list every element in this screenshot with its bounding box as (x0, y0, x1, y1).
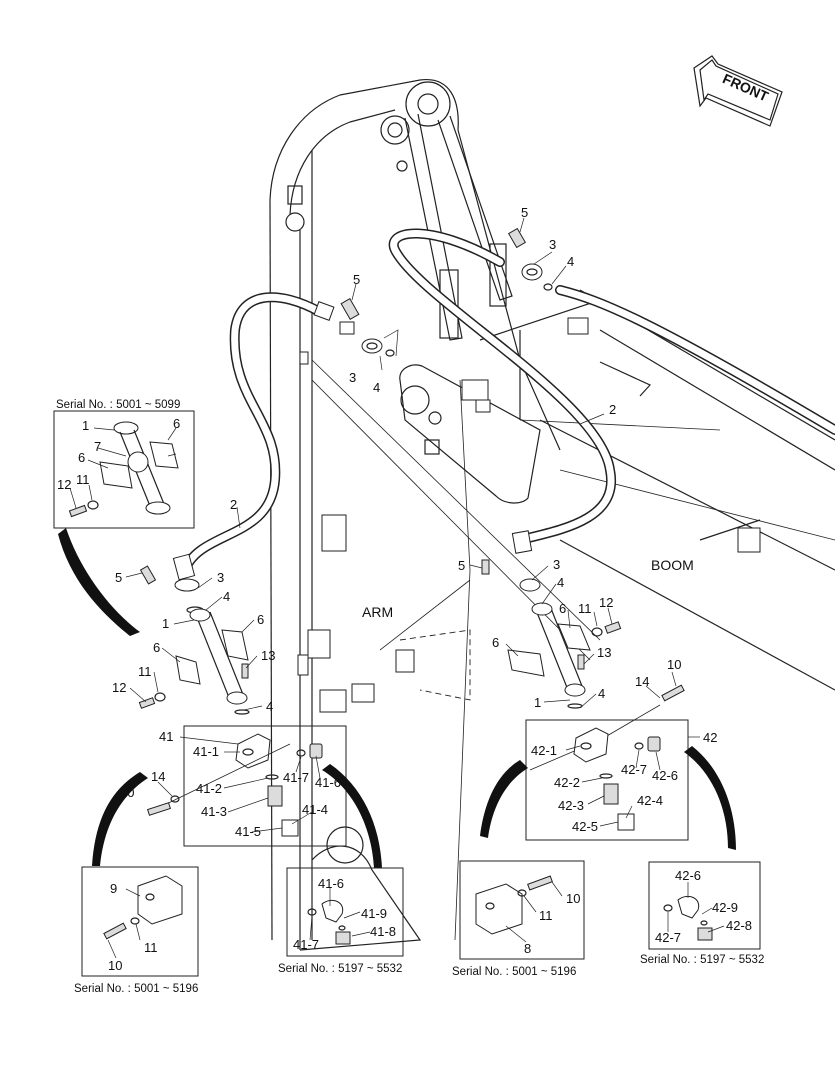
callout: 6 (257, 612, 264, 627)
callout: 41-4 (302, 802, 328, 817)
callout: 5 (353, 272, 360, 287)
detail-box-42-alt (648, 861, 761, 950)
callout: 10 (566, 891, 580, 906)
callout: 42-6 (675, 868, 701, 883)
front-arrow: FRONT (693, 55, 783, 127)
callout: 2 (230, 497, 237, 512)
detail-box-top-left (53, 410, 195, 529)
callout: 42-9 (712, 900, 738, 915)
detail-box-41-alt (286, 867, 404, 957)
callout: 42-7 (655, 930, 681, 945)
callout: 6 (173, 416, 180, 431)
callout: 42-5 (572, 819, 598, 834)
callout: 3 (553, 557, 560, 572)
callout: 11 (138, 664, 152, 679)
callout: 42-3 (558, 798, 584, 813)
callout: 1 (82, 418, 89, 433)
callout: 12 (57, 477, 71, 492)
callout: 42-6 (652, 768, 678, 783)
top-clamp-right (507, 227, 553, 291)
detail-box-9 (81, 866, 199, 977)
callout: 6 (153, 640, 160, 655)
callout: 41-6 (315, 775, 341, 790)
callout: 42 (703, 730, 717, 745)
callout: 2 (609, 402, 616, 417)
caption-serial-left-mid: Serial No. : 5197 ~ 5532 (278, 963, 402, 975)
callout: 4 (598, 686, 605, 701)
callout: 3 (549, 237, 556, 252)
callout: 11 (539, 908, 553, 923)
boom-label: BOOM (651, 557, 694, 573)
callout: 1 (162, 616, 169, 631)
right-pipe-assembly (481, 559, 685, 771)
curved-leaders (58, 528, 736, 868)
caption-serial-right-bottom: Serial No. : 5197 ~ 5532 (640, 954, 764, 966)
callout: 42-7 (621, 762, 647, 777)
callout: 41-7 (283, 770, 309, 785)
callout: 10 (667, 657, 681, 672)
callout: 5 (458, 558, 465, 573)
callout: 3 (217, 570, 224, 585)
callout: 8 (524, 941, 531, 956)
callout: 1 (534, 695, 541, 710)
callout: 14 (635, 674, 649, 689)
callout: 13 (261, 648, 275, 663)
top-clamp-left (339, 298, 395, 357)
callout: 41-7 (293, 937, 319, 952)
left-pipe-assembly (138, 565, 250, 715)
callout: 4 (223, 589, 230, 604)
callout: 41-6 (318, 876, 344, 891)
callout: 41-5 (235, 824, 261, 839)
hose-2-right (388, 228, 835, 554)
callout: 7 (94, 439, 101, 454)
callout: 4 (557, 575, 564, 590)
callout: 11 (76, 472, 90, 487)
callout: 41-1 (193, 744, 219, 759)
callout: 4 (266, 699, 273, 714)
detail-box-8 (459, 860, 585, 960)
leader-lines (69, 217, 725, 959)
callout: 6 (492, 635, 499, 650)
assembly-box-42 (525, 719, 689, 841)
callout: 11 (144, 940, 158, 955)
callout: 41-3 (201, 804, 227, 819)
callout: 5 (115, 570, 122, 585)
callout: 41-8 (370, 924, 396, 939)
callout: 10 (108, 958, 122, 973)
callout: 5 (521, 205, 528, 220)
callout: 6 (559, 601, 566, 616)
callout: 4 (567, 254, 574, 269)
callout-labels: 5 3 4 5 3 4 2 2 1 7 6 6 11 12 5 3 4 1 6 … (57, 205, 752, 973)
arm-label: ARM (362, 604, 393, 620)
callout: 4 (373, 380, 380, 395)
callout: 13 (597, 645, 611, 660)
callout: 14 (151, 769, 165, 784)
callout: 6 (78, 450, 85, 465)
callout: 42-2 (554, 775, 580, 790)
arm-structure (269, 79, 601, 951)
hose-2-left (172, 292, 335, 581)
callout: 41-9 (361, 906, 387, 921)
callout: 9 (110, 881, 117, 896)
callout: 42-1 (531, 743, 557, 758)
caption-serial-right-mid: Serial No. : 5001 ~ 5196 (452, 966, 576, 978)
caption-serial-left-bottom: Serial No. : 5001 ~ 5196 (74, 983, 198, 995)
caption-serial-top-left: Serial No. : 5001 ~ 5099 (56, 399, 180, 411)
callout: 42-8 (726, 918, 752, 933)
callout: 3 (349, 370, 356, 385)
assembly-box-41 (146, 725, 347, 847)
boom-structure (399, 289, 835, 941)
callout: 12 (599, 595, 613, 610)
callout: 12 (112, 680, 126, 695)
callout: 42-4 (637, 793, 663, 808)
callout: 10 (120, 785, 134, 800)
callout: 41 (159, 729, 173, 744)
front-label: FRONT (720, 70, 771, 104)
callout: 11 (578, 601, 592, 616)
callout: 41-2 (196, 781, 222, 796)
